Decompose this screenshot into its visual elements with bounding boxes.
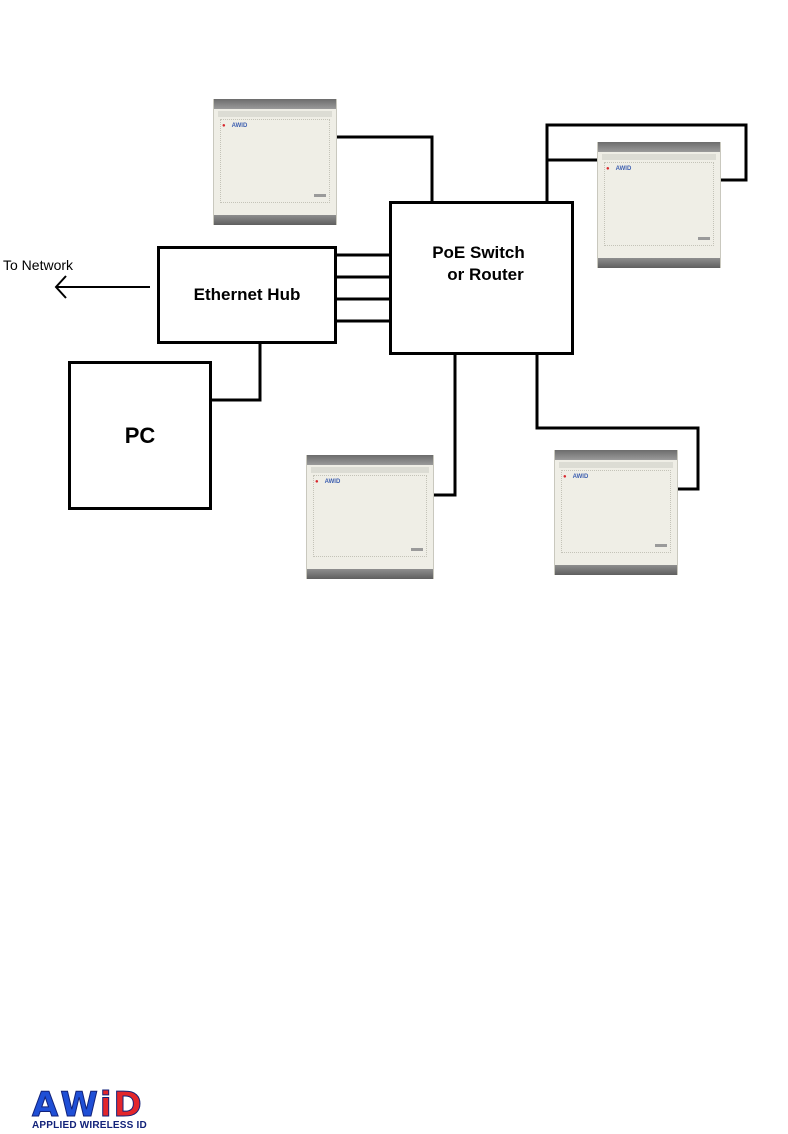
switch-reader-top-left-link	[337, 137, 432, 201]
awid-logo-tagline: APPLIED WIRELESS ID	[32, 1120, 147, 1131]
poe-switch-label-line2: or Router	[447, 264, 524, 286]
reader-brand-mark: ●AWID	[315, 479, 340, 485]
switch-reader-bottom-left-link	[431, 355, 455, 495]
rfid-reader-top-right: ●AWID	[597, 142, 721, 268]
pc-box: PC	[68, 361, 212, 510]
ethernet-hub-box: Ethernet Hub	[157, 246, 337, 344]
pc-label: PC	[125, 423, 156, 449]
to-network-label: To Network	[3, 257, 73, 273]
reader-brand-mark: ●AWID	[222, 123, 247, 129]
poe-switch-label-line1: PoE Switch	[432, 242, 525, 264]
logo-letter: A	[32, 1088, 58, 1122]
logo-letter: D	[114, 1088, 142, 1122]
rfid-reader-bottom-left: ●AWID	[306, 455, 434, 579]
reader-brand-mark: ●AWID	[606, 166, 631, 172]
rfid-reader-bottom-right: ●AWID	[554, 450, 678, 575]
network-diagram: To Network Ethernet Hub PoE Switch or Ro…	[0, 0, 788, 640]
reader-brand-mark: ●AWID	[563, 474, 588, 480]
hub-pc-link	[212, 344, 260, 400]
logo-letter: i	[100, 1088, 112, 1122]
poe-switch-box: PoE Switch or Router	[389, 201, 574, 355]
awid-logo: A W i D APPLIED WIRELESS ID	[32, 1088, 147, 1131]
awid-logo-mark: A W i D	[32, 1088, 147, 1122]
ethernet-hub-label: Ethernet Hub	[194, 285, 301, 305]
rfid-reader-top-left: ●AWID	[213, 99, 337, 225]
logo-letter: W	[60, 1088, 98, 1122]
